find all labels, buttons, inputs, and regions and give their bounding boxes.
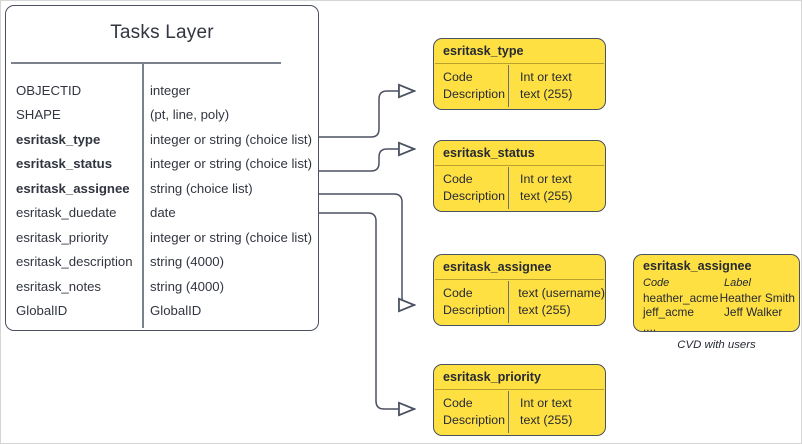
domain-labels: Code Description: [434, 69, 508, 102]
domain-labels: Code Description: [434, 285, 506, 318]
domain-title: esritask_status: [443, 146, 535, 160]
cvd-label: Heather Smith: [719, 290, 795, 305]
cvd-caption: CVD with users: [677, 339, 756, 351]
field-type: integer or string (choice list): [150, 229, 312, 245]
domain-row-value: text (username): [518, 286, 605, 300]
cvd-code: Code: [643, 277, 670, 289]
field-row: esritask_notes string (4000): [6, 274, 318, 299]
domain-row-value: Int or text: [520, 172, 572, 186]
field-type: integer or string (choice list): [150, 156, 312, 172]
field-row: esritask_assignee string (choice list): [6, 176, 318, 201]
field-row: esritask_priority integer or string (choi…: [6, 225, 318, 250]
domain-values: Int or text text (255): [508, 395, 572, 428]
domain-row-label: Description: [443, 302, 505, 317]
field-row: SHAPE (pt, line, poly): [6, 103, 318, 128]
domain-column-divider: [508, 167, 510, 209]
domain-row-label: Code: [443, 396, 473, 410]
field-name: esritask_type: [16, 131, 101, 147]
domain-column-divider: [508, 391, 510, 433]
field-row: esritask_duedate date: [6, 201, 318, 226]
domain-box-esritask-status: esritask_status Code Description Int or …: [433, 140, 606, 212]
domain-values: Int or text text (255): [508, 171, 572, 204]
cvd-code: heather_acme: [643, 290, 719, 305]
cvd-title: esritask_assignee: [643, 259, 752, 273]
domain-title: esritask_assignee: [443, 260, 552, 274]
domain-row-value: text (255): [520, 412, 573, 427]
field-name: esritask_notes: [16, 278, 102, 294]
cvd-entry-row: jeff_acme Jeff Walker: [643, 305, 795, 320]
connector-type: [319, 91, 415, 138]
field-name: esritask_priority: [16, 229, 109, 245]
domain-column-divider: [508, 65, 510, 107]
domain-row-value: Int or text: [520, 396, 572, 410]
domain-row-value: text (255): [520, 188, 573, 203]
domain-box-esritask-assignee: esritask_assignee Code Description text …: [433, 254, 606, 326]
field-name: GlobalID: [16, 303, 68, 319]
field-type: integer: [150, 82, 191, 98]
domain-row-label: Code: [443, 286, 473, 300]
column-divider: [142, 64, 144, 328]
field-name: esritask_description: [16, 254, 133, 270]
field-type: integer or string (choice list): [150, 131, 312, 147]
field-type: GlobalID: [150, 303, 202, 319]
field-row: GlobalID GlobalID: [6, 299, 318, 324]
domain-row-value: text (255): [520, 86, 573, 101]
domain-box-esritask-type: esritask_type Code Description Int or te…: [433, 38, 606, 110]
domain-row-label: Code: [443, 172, 473, 186]
field-type: (pt, line, poly): [150, 107, 230, 123]
domain-title-divider: [435, 279, 604, 281]
domain-title-divider: [435, 165, 604, 167]
field-name: OBJECTID: [16, 82, 82, 98]
field-type: date: [150, 205, 176, 221]
field-type: string (4000): [150, 254, 225, 270]
field-name: esritask_duedate: [16, 205, 117, 221]
domain-row-label: Code: [443, 70, 473, 84]
field-name: SHAPE: [16, 107, 61, 123]
title-divider: [11, 62, 281, 64]
domain-labels: Code Description: [434, 171, 508, 204]
cvd-header-row: Code Label: [643, 276, 795, 291]
domain-row-value: text (255): [518, 302, 571, 317]
cvd-label: Label: [724, 277, 751, 289]
field-row: esritask_type integer or string (choice l…: [6, 127, 318, 152]
field-name: esritask_status: [16, 156, 113, 172]
field-row: esritask_description string (4000): [6, 250, 318, 275]
domain-row-label: Description: [443, 188, 505, 203]
domain-title: esritask_type: [443, 44, 524, 58]
domain-title: esritask_priority: [443, 370, 542, 384]
domain-row-label: Description: [443, 412, 505, 427]
cvd-code: ....: [643, 319, 657, 334]
domain-row-label: Description: [443, 86, 505, 101]
field-row: OBJECTID integer: [6, 78, 318, 103]
cvd-label: Jeff Walker: [724, 305, 783, 319]
field-name: esritask_assignee: [16, 180, 130, 196]
connector-priority: [319, 212, 415, 409]
domain-box-esritask-priority: esritask_priority Code Description Int o…: [433, 364, 606, 436]
field-row: esritask_status integer or string (choice…: [6, 152, 318, 177]
domain-labels: Code Description: [434, 395, 508, 428]
connector-status: [319, 149, 415, 172]
domain-title-divider: [435, 63, 604, 65]
page-title: Tasks Layer: [110, 22, 214, 43]
cvd-entry-row: ....: [643, 320, 795, 335]
field-type: string (choice list): [150, 180, 253, 196]
connector-assignee: [319, 193, 415, 305]
domain-column-divider: [508, 281, 510, 323]
domain-values: Int or text text (255): [508, 69, 572, 102]
domain-row-value: Int or text: [520, 70, 572, 84]
domain-title-divider: [435, 389, 604, 391]
domain-values: text (username) text (255): [506, 285, 605, 318]
cvd-code: jeff_acme: [643, 305, 694, 319]
field-type: string (4000): [150, 278, 225, 294]
